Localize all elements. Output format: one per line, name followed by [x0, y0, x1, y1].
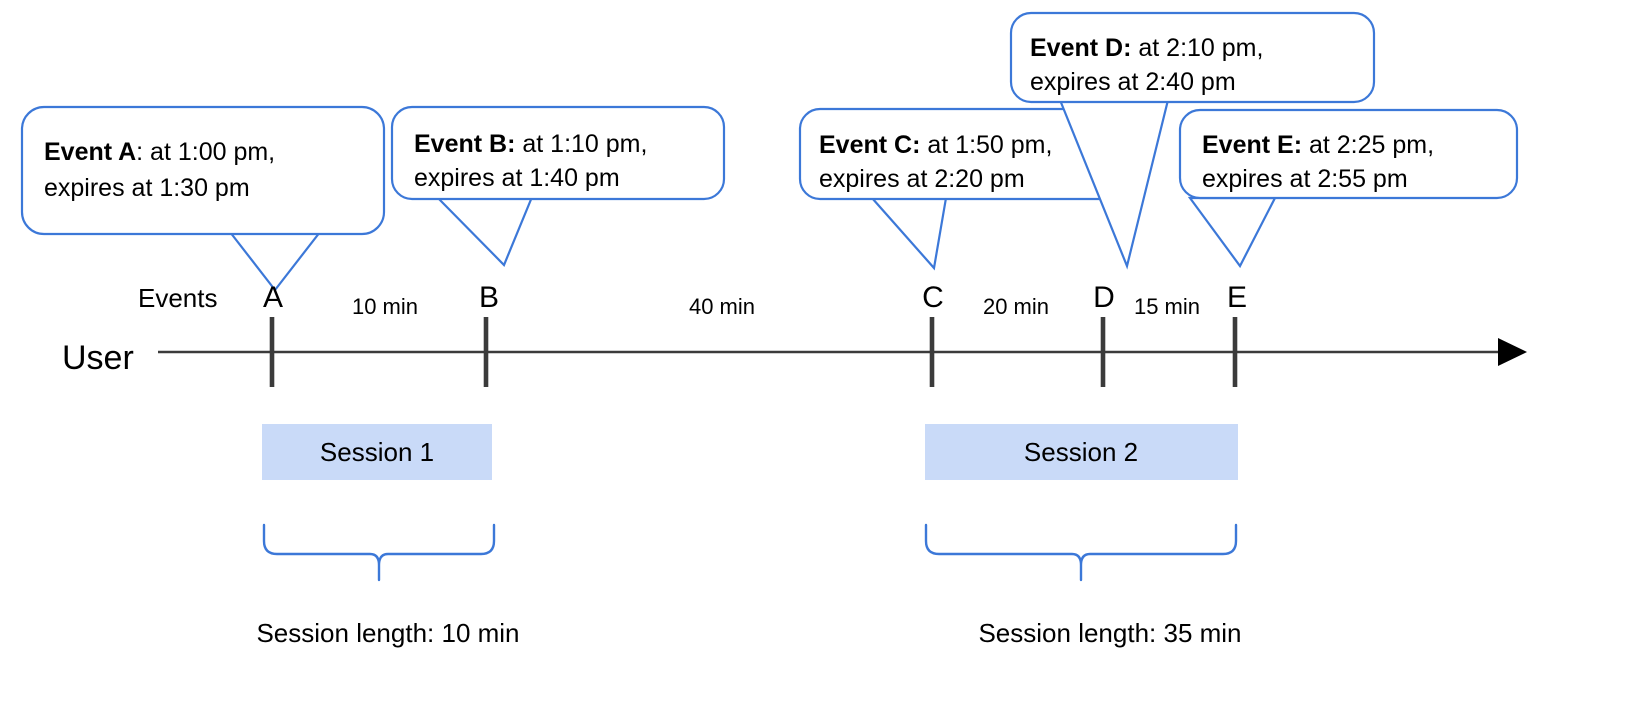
callout-box-b: [390, 105, 726, 201]
gap-label-c-d: 20 min: [983, 294, 1049, 319]
callout-event-e[interactable]: Event E: at 2:25 pm, expires at 2:55 pm: [1178, 108, 1519, 269]
session-1-rect: [262, 424, 492, 480]
callout-text-c-line2: expires at 2:20 pm: [819, 165, 1025, 193]
gap-label-a-b: 10 min: [352, 294, 418, 319]
callout-tail-e: [1187, 196, 1277, 269]
callout-box-a: [20, 105, 386, 236]
gap-label-b-c: 40 min: [689, 294, 755, 319]
session-2-length-label: Session length: 35 min: [978, 618, 1241, 648]
callout-event-b[interactable]: Event B: at 1:10 pm, expires at 1:40 pm: [390, 105, 726, 267]
callout-tail-b: [434, 195, 534, 267]
callout-text-c-line1: Event C: at 1:50 pm,: [819, 131, 1052, 159]
event-letter-c: C: [922, 281, 944, 314]
callout-text-e-line1: Event E: at 2:25 pm,: [1202, 131, 1434, 159]
event-letter-d: D: [1093, 281, 1115, 314]
callout-event-d[interactable]: Event D: at 2:10 pm, expires at 2:40 pm: [1009, 11, 1376, 270]
gap-label-d-e: 15 min: [1134, 294, 1200, 319]
timeline-arrow-icon: [1498, 338, 1527, 366]
session-1[interactable]: Session 1: [262, 424, 492, 480]
callout-tail-c: [869, 196, 948, 271]
callout-text-a-line1: Event A: at 1:00 pm,: [44, 138, 275, 166]
callout-text-b-line1: Event B: at 1:10 pm,: [414, 130, 647, 158]
session-2[interactable]: Session 2: [925, 424, 1238, 480]
callout-text-e-line2: expires at 2:55 pm: [1202, 165, 1408, 193]
brace-session-2: [924, 523, 1238, 582]
session-1-label: Session 1: [320, 437, 434, 467]
axis-row-label-user: User: [62, 339, 134, 377]
callout-event-a[interactable]: Event A: at 1:00 pm, expires at 1:30 pm: [20, 105, 386, 292]
callout-box-d: [1009, 11, 1376, 104]
event-letter-b: B: [479, 281, 499, 314]
callout-text-a-line2: expires at 1:30 pm: [44, 174, 250, 202]
session-1-length-label: Session length: 10 min: [256, 618, 519, 648]
brace-session-1: [262, 523, 496, 582]
callout-text-d-line1: Event D: at 2:10 pm,: [1030, 34, 1263, 62]
event-letter-e: E: [1227, 281, 1247, 314]
callout-text-b-line2: expires at 1:40 pm: [414, 164, 620, 192]
callout-box-e: [1178, 108, 1519, 200]
callout-event-c[interactable]: Event C: at 1:50 pm, expires at 2:20 pm: [798, 107, 1138, 271]
callout-text-d-line2: expires at 2:40 pm: [1030, 68, 1236, 96]
session-2-rect: [925, 424, 1238, 480]
axis-events-label: Events: [138, 283, 218, 313]
event-letter-a: A: [263, 281, 283, 314]
session-2-label: Session 2: [1024, 437, 1138, 467]
